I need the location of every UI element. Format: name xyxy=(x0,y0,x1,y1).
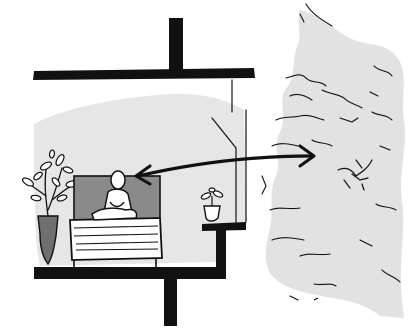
floor-slab xyxy=(34,267,226,279)
chimney-top xyxy=(169,18,183,74)
wall-right xyxy=(216,224,226,270)
window-pot xyxy=(204,206,220,221)
chimney-bottom xyxy=(164,278,177,326)
roof-slab xyxy=(33,68,255,80)
person-head xyxy=(111,171,125,189)
pebble xyxy=(314,298,318,300)
bed-frame xyxy=(70,218,162,260)
person-legs xyxy=(92,208,137,220)
